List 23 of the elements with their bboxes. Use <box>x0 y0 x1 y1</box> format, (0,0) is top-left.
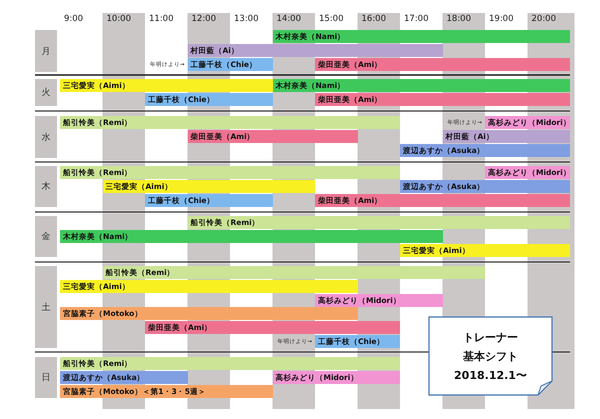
time-label: 12:00 <box>192 14 216 24</box>
time-label: 14:00 <box>276 14 301 24</box>
day-label: 土 <box>35 266 57 348</box>
day-label: 木 <box>35 166 57 207</box>
day-label: 月 <box>35 30 57 72</box>
day-label: 日 <box>35 357 57 398</box>
time-label: 19:00 <box>489 14 514 24</box>
time-label: 13:00 <box>234 14 258 24</box>
day-label: 金 <box>35 216 57 257</box>
time-label: 10:00 <box>106 14 131 24</box>
time-label: 9:00 <box>64 14 84 24</box>
title-text: 基本シフト <box>462 349 519 365</box>
title-text: 2018.12.1〜 <box>453 368 528 384</box>
title-note <box>428 316 553 396</box>
time-label: 16:00 <box>362 14 386 24</box>
day-label: 火 <box>35 79 57 106</box>
time-label: 11:00 <box>149 14 174 24</box>
time-label: 18:00 <box>446 14 471 24</box>
title-text: トレーナー <box>462 330 519 346</box>
time-label: 20:00 <box>532 14 556 24</box>
time-label: 17:00 <box>404 14 428 24</box>
day-label: 水 <box>35 116 57 158</box>
time-label: 15:00 <box>319 14 344 24</box>
